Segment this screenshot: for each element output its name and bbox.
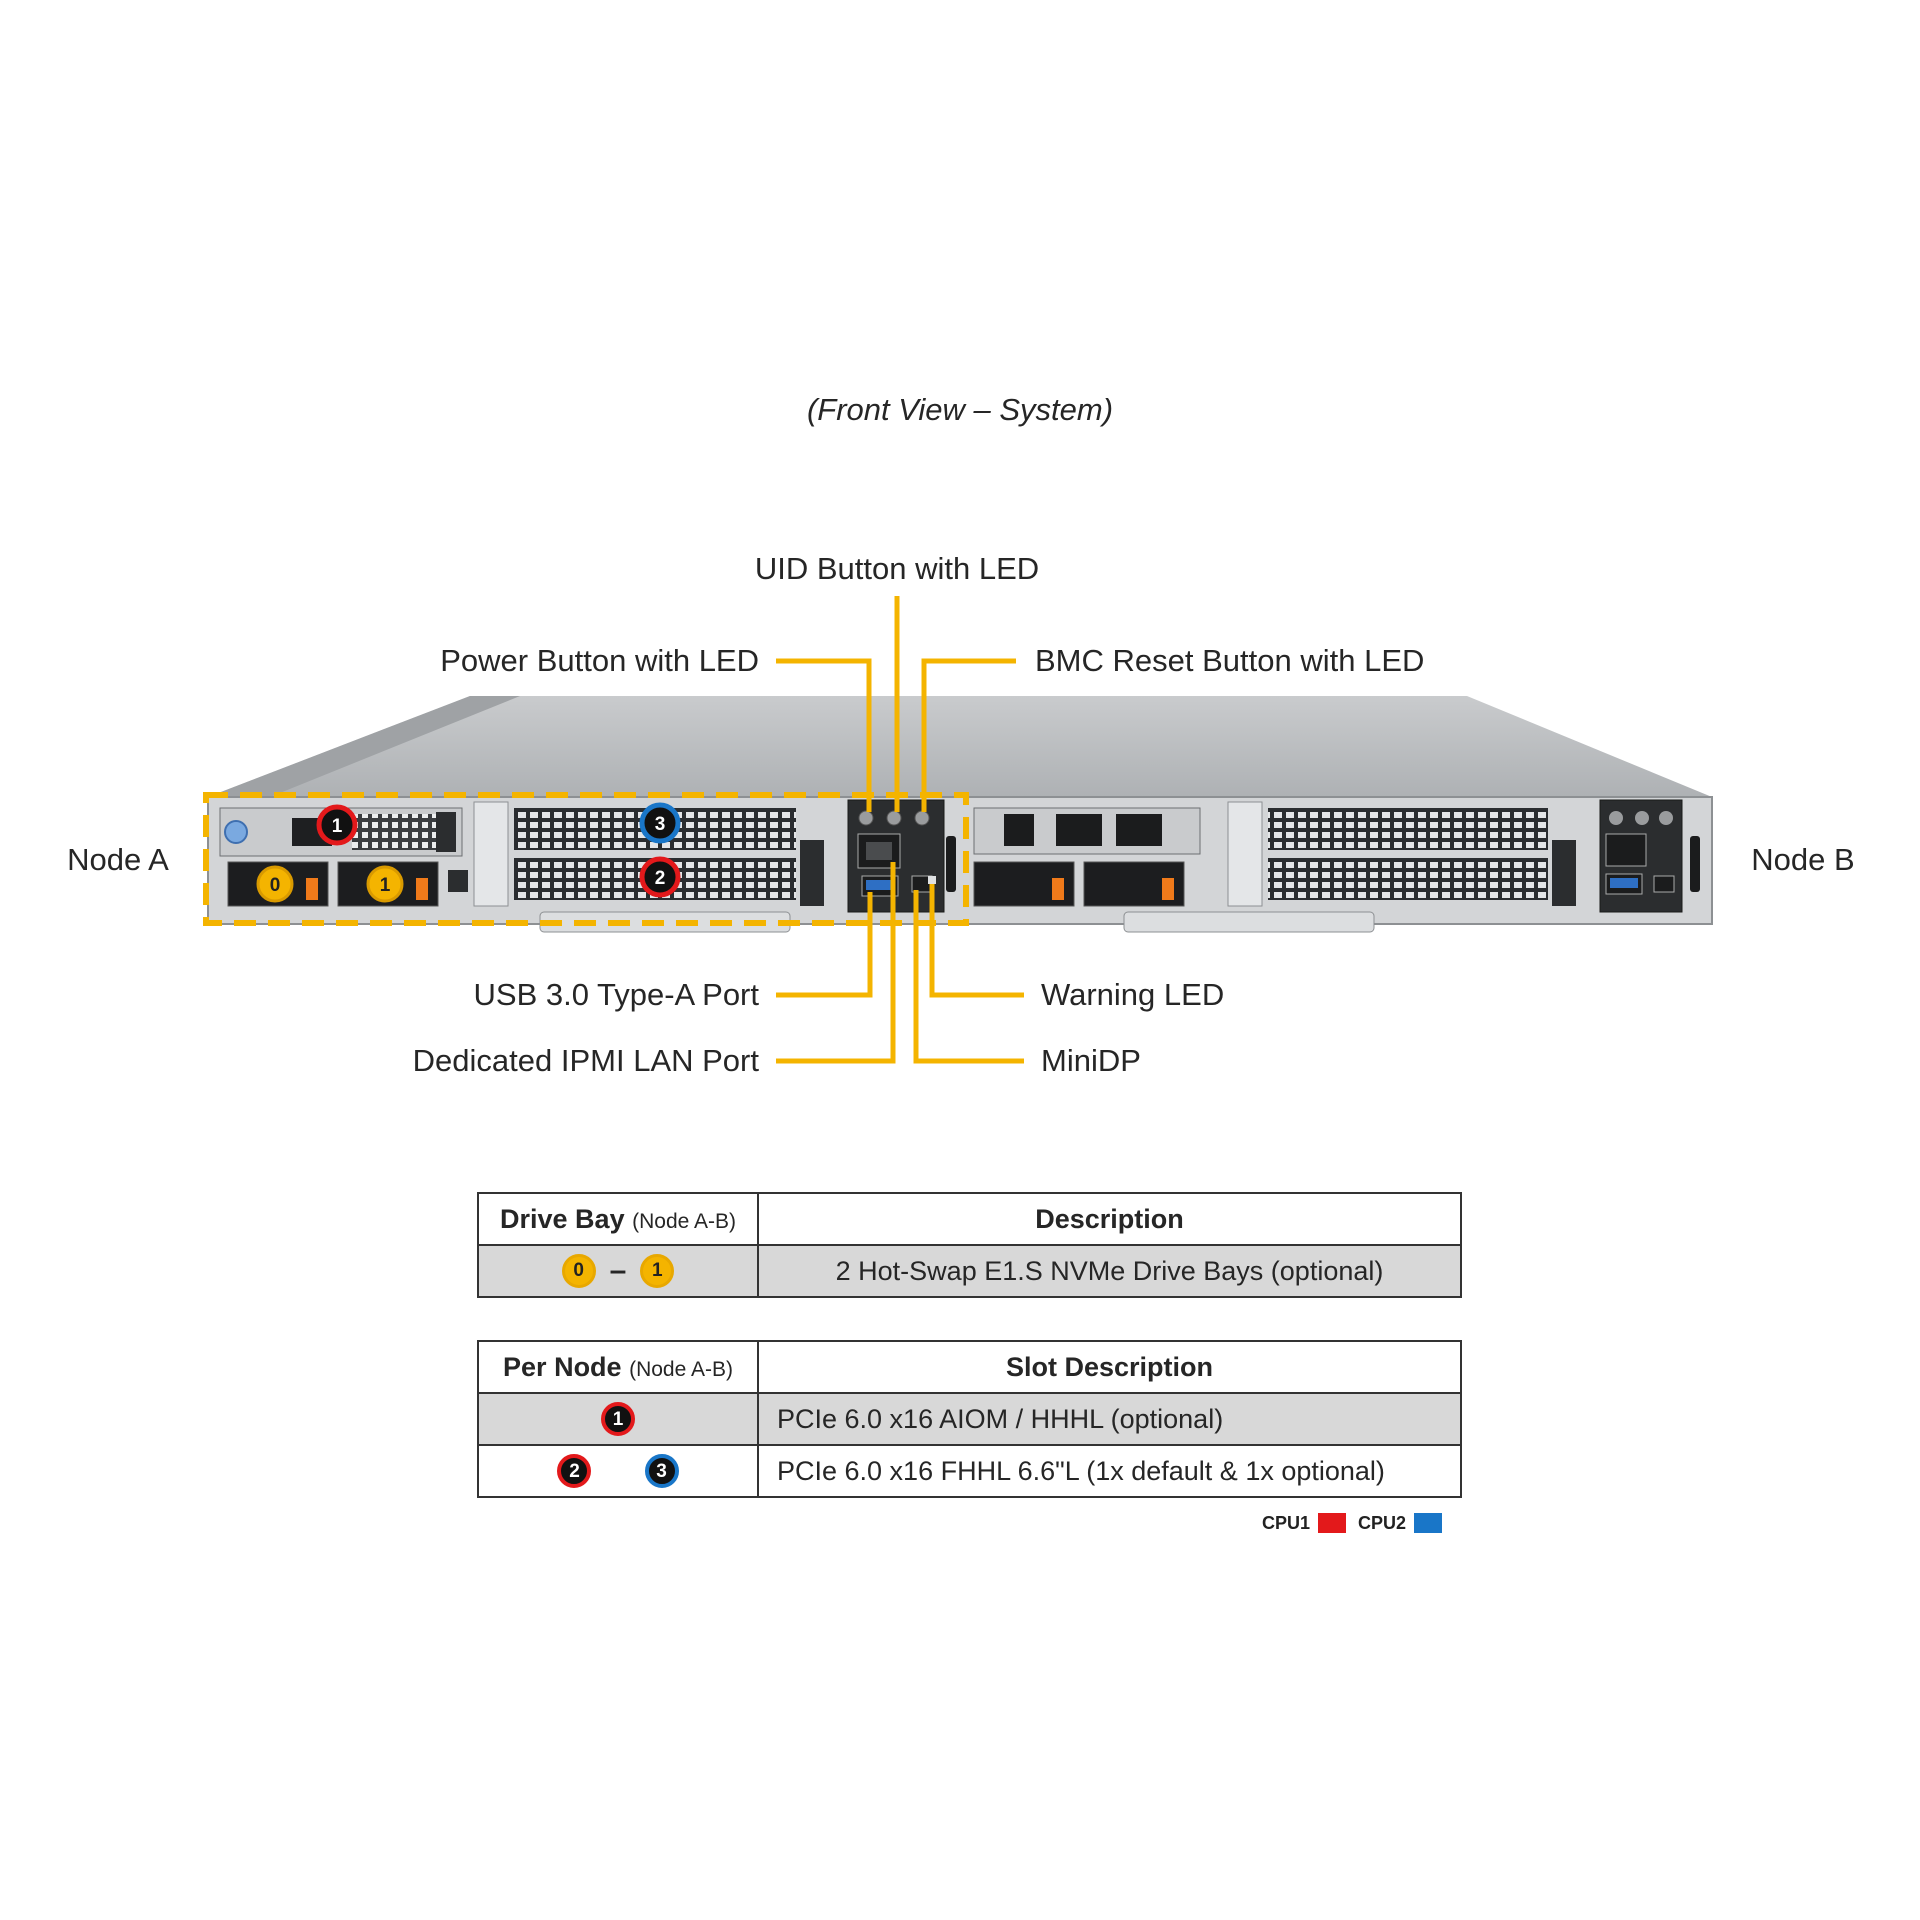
drive-bay-table-header: Drive Bay (Node A-B) Description bbox=[477, 1192, 1462, 1246]
callout-bmc-reset: BMC Reset Button with LED bbox=[921, 643, 1424, 812]
per-node-header: Per Node (Node A-B) bbox=[477, 1340, 759, 1394]
description-header: Description bbox=[757, 1192, 1462, 1246]
callout-minidp: MiniDP bbox=[913, 890, 1141, 1078]
warning-led-label: Warning LED bbox=[1041, 977, 1224, 1012]
range-dash: – bbox=[609, 1254, 627, 1287]
slot-badge-3: 3 bbox=[644, 1454, 679, 1488]
chassis-top-shadow bbox=[208, 696, 520, 797]
node-a-label: Node A bbox=[67, 842, 169, 877]
aiom-thumbscrew-icon bbox=[224, 820, 248, 844]
slot-description-header: Slot Description bbox=[757, 1340, 1462, 1394]
slot-marker-1: 1 bbox=[316, 804, 358, 846]
drive-bay-badge-1: 1 bbox=[640, 1254, 675, 1288]
node-b-pull-handle bbox=[1123, 911, 1375, 933]
table-row: 1 PCIe 6.0 x16 AIOM / HHHL (optional) bbox=[477, 1392, 1462, 1446]
node-b-tag bbox=[1552, 840, 1576, 906]
drive-bay-table: Drive Bay (Node A-B) Description 0–1 2 H… bbox=[477, 1192, 1462, 1298]
node-b-riser-bracket bbox=[1227, 801, 1263, 907]
callout-uid: UID Button with LED bbox=[755, 551, 1039, 812]
node-b-pcie-slot-3-vent bbox=[1268, 808, 1548, 850]
drive-bay-range: 0–1 bbox=[477, 1244, 759, 1298]
svg-text:0: 0 bbox=[270, 875, 281, 896]
warning-led-icon bbox=[928, 876, 936, 884]
drive-bay-description: 2 Hot-Swap E1.S NVMe Drive Bays (optiona… bbox=[757, 1244, 1462, 1298]
slot-marker-2: 2 bbox=[639, 856, 681, 898]
slot-marker-3: 3 bbox=[639, 802, 681, 844]
chassis-top-panel bbox=[208, 696, 1712, 797]
slot-table: Per Node (Node A-B) Slot Description 1 P… bbox=[477, 1340, 1462, 1498]
node-b-pcie-slot-2-vent bbox=[1268, 858, 1548, 900]
legend-label-cpu1: CPU1 bbox=[1262, 1512, 1311, 1533]
slot-badges: 2 3 bbox=[477, 1444, 759, 1498]
node-a-tag bbox=[800, 840, 824, 906]
node-a-outline bbox=[203, 792, 969, 926]
callout-ipmi-lan: Dedicated IPMI LAN Port bbox=[413, 862, 896, 1078]
slot-badges: 1 bbox=[477, 1392, 759, 1446]
slot-table-header: Per Node (Node A-B) Slot Description bbox=[477, 1340, 1462, 1394]
slot-badge-1: 1 bbox=[601, 1402, 635, 1436]
table-row: 0–1 2 Hot-Swap E1.S NVMe Drive Bays (opt… bbox=[477, 1244, 1462, 1298]
callout-warning-led: Warning LED bbox=[929, 884, 1224, 1012]
bmc-reset-label: BMC Reset Button with LED bbox=[1035, 643, 1424, 678]
usb-label: USB 3.0 Type-A Port bbox=[474, 977, 760, 1012]
bmc-reset-button-icon bbox=[914, 810, 930, 826]
slot-badge-2: 2 bbox=[557, 1454, 592, 1488]
legend-swatch-cpu1 bbox=[1318, 1513, 1347, 1533]
drive-bay-marker-1: 1 bbox=[366, 865, 404, 903]
legend-swatch-cpu2 bbox=[1414, 1513, 1443, 1533]
node-a-riser-bracket bbox=[473, 801, 509, 907]
uid-label: UID Button with LED bbox=[755, 551, 1039, 586]
drive-bay-marker-0: 0 bbox=[256, 865, 294, 903]
node-b-label: Node B bbox=[1751, 842, 1854, 877]
callout-usb: USB 3.0 Type-A Port bbox=[474, 892, 873, 1012]
power-button-icon bbox=[858, 810, 874, 826]
ipmi-lan-label: Dedicated IPMI LAN Port bbox=[413, 1043, 760, 1078]
svg-text:1: 1 bbox=[332, 816, 343, 837]
uid-button-icon bbox=[886, 810, 902, 826]
slot-description: PCIe 6.0 x16 AIOM / HHHL (optional) bbox=[757, 1392, 1462, 1446]
aiom-vent bbox=[352, 814, 436, 850]
svg-text:2: 2 bbox=[655, 868, 666, 889]
cpu-legend: CPU1 CPU2 bbox=[1262, 1510, 1454, 1536]
figure-caption: (Front View – System) bbox=[807, 392, 1113, 427]
drive-bay-header: Drive Bay (Node A-B) bbox=[477, 1192, 759, 1246]
drive-bay-badge-0: 0 bbox=[561, 1254, 596, 1288]
svg-text:1: 1 bbox=[380, 875, 391, 896]
minidp-label: MiniDP bbox=[1041, 1043, 1141, 1078]
legend-label-cpu2: CPU2 bbox=[1358, 1512, 1407, 1533]
server-chassis bbox=[207, 696, 1713, 933]
power-label: Power Button with LED bbox=[440, 643, 759, 678]
table-row: 2 3 PCIe 6.0 x16 FHHL 6.6"L (1x default … bbox=[477, 1444, 1462, 1498]
callout-power: Power Button with LED bbox=[440, 643, 872, 812]
slot-description: PCIe 6.0 x16 FHHL 6.6"L (1x default & 1x… bbox=[757, 1444, 1462, 1498]
svg-text:3: 3 bbox=[655, 814, 666, 835]
